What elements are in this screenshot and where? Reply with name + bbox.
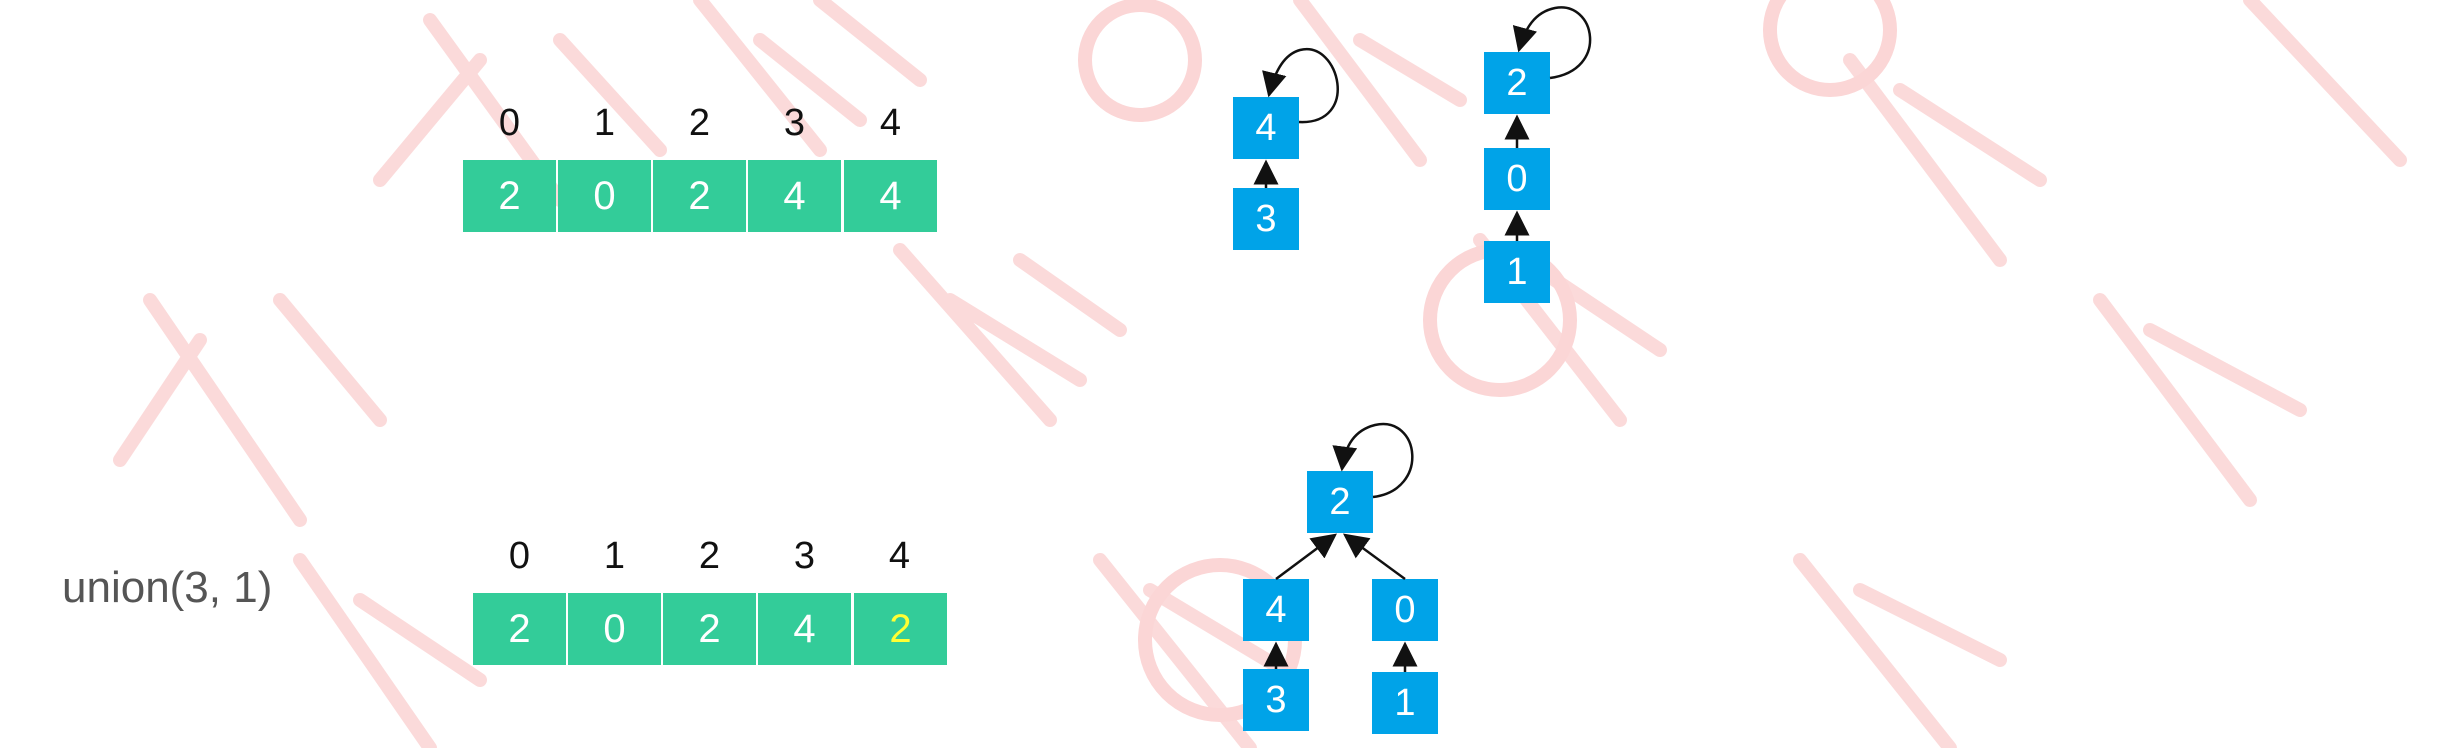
top-tree-a-node-3: 3 xyxy=(1233,188,1299,250)
bottom-tree-root-node-2: 2 xyxy=(1307,471,1373,533)
top-array-cell-0: 2 xyxy=(463,160,556,232)
bottom-array-cell-1: 0 xyxy=(568,593,661,665)
top-index-1: 1 xyxy=(593,102,616,144)
bottom-index-3: 3 xyxy=(793,535,816,577)
bottom-array-cell-2: 2 xyxy=(663,593,756,665)
bottom-array-cell-4: 2 xyxy=(854,593,947,665)
bottom-array-cell-3: 4 xyxy=(758,593,851,665)
edge-0-to-2-bottom xyxy=(1342,533,1406,581)
top-index-0: 0 xyxy=(498,102,521,144)
top-tree-b-node-0: 0 xyxy=(1484,148,1550,210)
top-index-4: 4 xyxy=(879,102,902,144)
bottom-tree-node-4: 4 xyxy=(1243,579,1309,641)
top-array-cell-3: 4 xyxy=(748,160,841,232)
top-array-cell-2: 2 xyxy=(653,160,746,232)
top-tree-b-node-2: 2 xyxy=(1484,52,1550,114)
bottom-tree-node-1: 1 xyxy=(1372,672,1438,734)
bottom-index-4: 4 xyxy=(888,535,911,577)
top-index-3: 3 xyxy=(783,102,806,144)
self-loop-2-bottom xyxy=(1332,422,1414,499)
edge-4-to-2 xyxy=(1275,533,1338,581)
top-array-cell-1: 0 xyxy=(558,160,651,232)
bottom-array-cell-0: 2 xyxy=(473,593,566,665)
bottom-index-1: 1 xyxy=(603,535,626,577)
top-index-2: 2 xyxy=(688,102,711,144)
bottom-index-2: 2 xyxy=(698,535,721,577)
top-array-cell-4: 4 xyxy=(844,160,937,232)
union-operation-label: union(3, 1) xyxy=(62,563,273,612)
bottom-index-0: 0 xyxy=(508,535,531,577)
top-tree-a-node-4: 4 xyxy=(1233,97,1299,159)
self-loop-4 xyxy=(1262,47,1339,124)
self-loop-2-top xyxy=(1512,6,1592,80)
bottom-tree-node-3: 3 xyxy=(1243,669,1309,731)
bottom-tree-node-0: 0 xyxy=(1372,579,1438,641)
top-tree-b-node-1: 1 xyxy=(1484,241,1550,303)
